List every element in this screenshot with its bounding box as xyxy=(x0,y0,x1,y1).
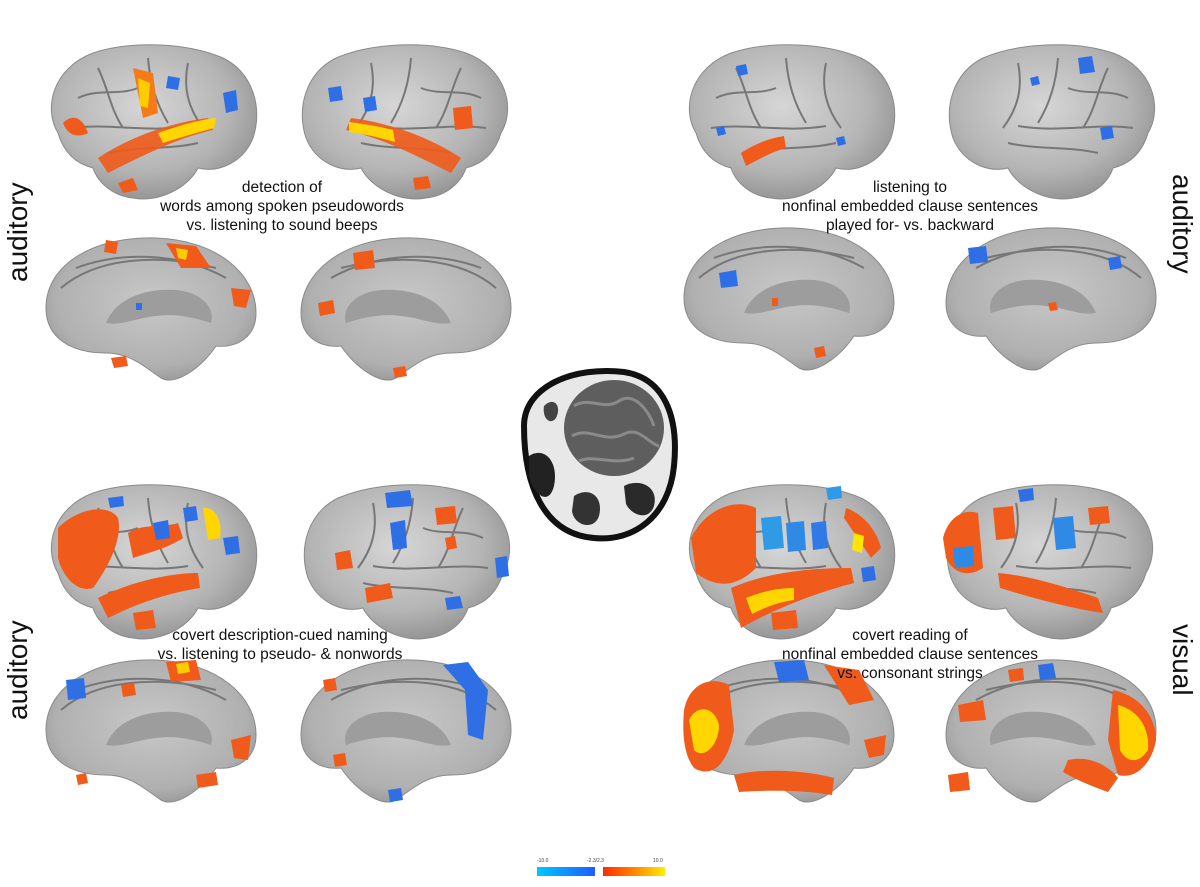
caption-top-left: detection of words among spoken pseudowo… xyxy=(137,178,427,235)
brain-medial-right-4 xyxy=(945,659,1157,803)
brain-lateral-right-3 xyxy=(303,484,511,640)
colorbar-max-label: 10.0 xyxy=(653,858,663,864)
caption-line: nonfinal embedded clause sentences xyxy=(782,198,1038,215)
brain-medial-left-1 xyxy=(45,237,257,381)
brain-lateral-right-4 xyxy=(943,484,1154,640)
brain-medial-left-3 xyxy=(45,659,257,803)
caption-bottom-left: covert description-cued naming vs. liste… xyxy=(140,626,420,664)
colorbar-min-label: -10.0 xyxy=(537,858,549,864)
modality-label-top-left: auditory xyxy=(2,182,33,282)
brain-medial-right-2 xyxy=(945,227,1157,371)
brain-lateral-left-4 xyxy=(688,484,896,640)
brain-lateral-left-2 xyxy=(688,44,896,200)
brain-medial-left-4 xyxy=(683,659,895,803)
colorbar-mid-label: -2.3/2.3 xyxy=(587,858,604,864)
brain-medial-right-1 xyxy=(300,237,512,381)
modality-label-bottom-right: visual xyxy=(1167,624,1198,696)
caption-line: listening to xyxy=(872,179,948,196)
brain-lateral-left-1 xyxy=(50,44,258,200)
caption-line: vs. listening to sound beeps xyxy=(186,217,378,234)
modality-label-top-right: auditory xyxy=(1167,174,1198,274)
caption-line: vs. consonant strings xyxy=(837,665,983,682)
colorbar-positive-scale xyxy=(603,867,665,876)
center-mri-slice xyxy=(514,366,682,542)
brain-lateral-right-1 xyxy=(301,44,509,200)
colorbar-negative-scale xyxy=(537,867,595,876)
brain-lateral-left-3 xyxy=(50,484,258,640)
caption-line: vs. listening to pseudo- & nonwords xyxy=(157,646,403,663)
caption-line: covert description-cued naming xyxy=(172,627,388,644)
modality-label-bottom-left: auditory xyxy=(2,620,33,720)
caption-line: detection of xyxy=(241,179,323,196)
caption-line: nonfinal embedded clause sentences xyxy=(782,646,1038,663)
colorbar: -10.0 -2.3/2.3 10.0 xyxy=(537,858,665,884)
caption-line: words among spoken pseudowords xyxy=(160,198,404,215)
caption-bottom-right: covert reading of nonfinal embedded clau… xyxy=(760,626,1060,683)
brain-medial-right-3 xyxy=(300,659,512,803)
caption-top-right: listening to nonfinal embedded clause se… xyxy=(760,178,1060,235)
caption-line: played for- vs. backward xyxy=(826,217,994,234)
brain-lateral-right-2 xyxy=(948,44,1156,200)
caption-line: covert reading of xyxy=(852,627,968,644)
brain-medial-left-2 xyxy=(683,227,895,371)
